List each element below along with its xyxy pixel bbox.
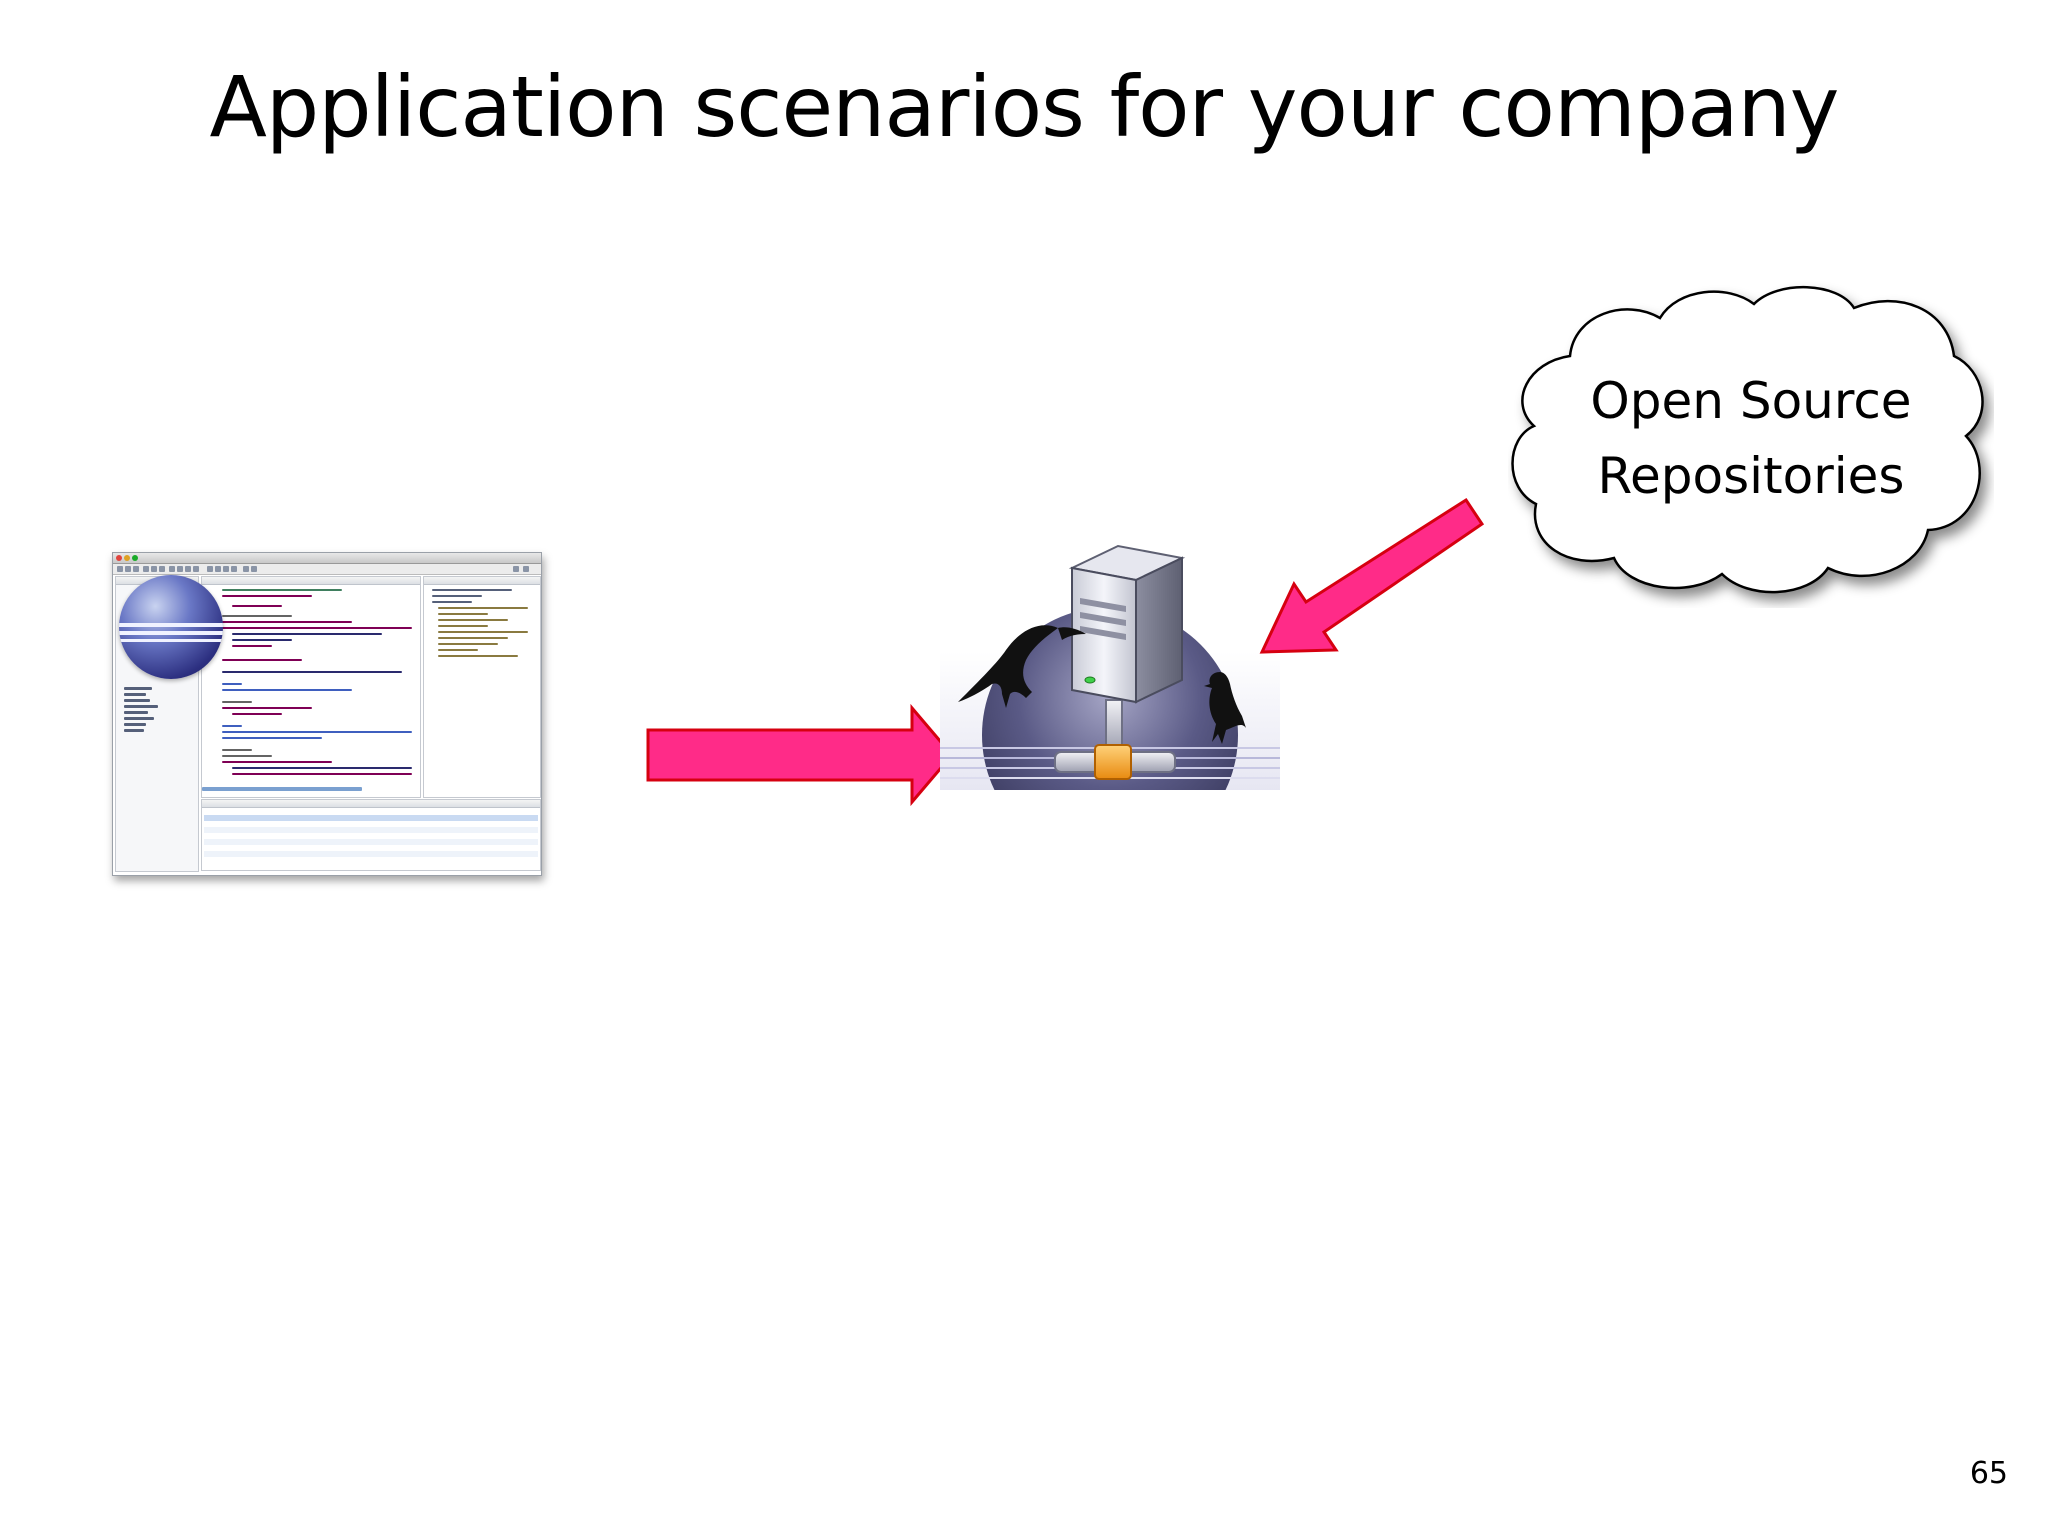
close-dot-icon <box>116 555 122 561</box>
outline-pane <box>423 576 541 798</box>
open-source-repositories-cloud: Open Source Repositories <box>1508 278 1994 608</box>
problems-pane <box>201 799 541 871</box>
ide-toolbar <box>113 564 541 575</box>
slide-title: Application scenarios for your company <box>209 58 1839 156</box>
cloud-label-line1: Open Source <box>1590 372 1912 430</box>
eclipse-logo-icon <box>119 575 223 679</box>
server-icon <box>940 540 1280 800</box>
arrow-from-cloud-icon <box>1259 497 1485 654</box>
crow-right-icon <box>1204 672 1246 744</box>
cloud-shape-icon <box>1511 286 1984 594</box>
zoom-dot-icon <box>132 555 138 561</box>
ide-titlebar <box>113 553 541 564</box>
page-number: 65 <box>1969 1456 2008 1491</box>
arrow-to-server-icon <box>646 703 954 807</box>
code-editor-pane <box>201 576 421 798</box>
minimize-dot-icon <box>124 555 130 561</box>
cloud-label-line2: Repositories <box>1597 447 1905 505</box>
cloud-label: Open Source Repositories <box>1508 364 1994 514</box>
eclipse-ide-screenshot <box>112 552 542 876</box>
crow-left-icon <box>958 625 1086 708</box>
